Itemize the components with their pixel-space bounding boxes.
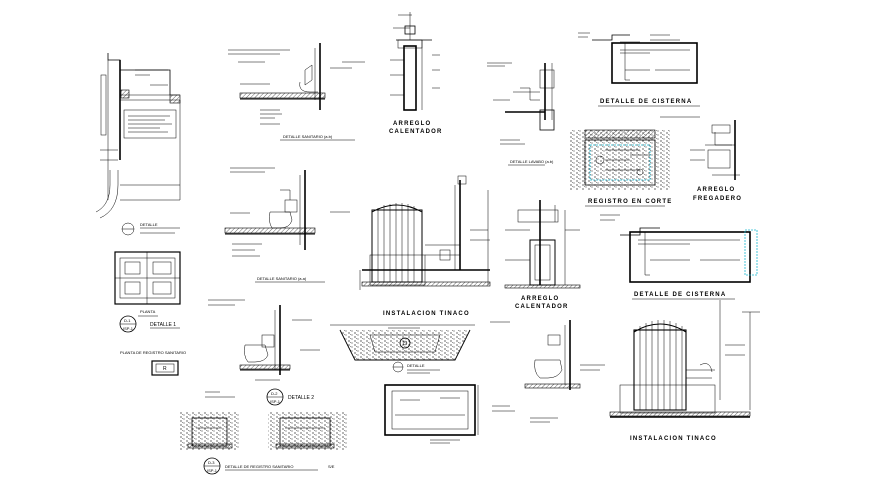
- toilet-detail-top: DETALLE SANITARIO (a.b): [228, 43, 365, 141]
- pipe-detail-top: DETALLE LAVABO (a.b): [487, 62, 555, 166]
- arreglo-calentador-1: ARREGLO CALENTADOR: [389, 12, 443, 135]
- detalle-3-label: DETALLE: [407, 363, 425, 368]
- instalacion-tinaco-1: INSTALACION TINACO: [359, 175, 491, 317]
- detail-bubble-d3: D-3 ISP-1 DETALLE DE REGISTRO SANITARIO …: [203, 457, 335, 475]
- bubble-d1-sheet: ISP-1: [123, 326, 134, 331]
- planta-registro-group: PLANTA DE REGISTRO SANITARIO R: [120, 350, 186, 376]
- svg-text:DETALLE SANITARIO (a.a): DETALLE SANITARIO (a.a): [257, 276, 307, 281]
- instalacion-tinaco-1-label: INSTALACION TINACO: [383, 311, 470, 317]
- registro-en-corte-label: REGISTRO EN CORTE: [588, 199, 672, 205]
- instalacion-tinaco-2: INSTALACION TINACO: [609, 300, 760, 442]
- registro-sections: [180, 412, 348, 450]
- cisterna-detail-mid: DETALLE DE CISTERNA: [600, 214, 758, 300]
- bubble-d2-number: D-2: [271, 391, 278, 396]
- detalle-registro-label: DETALLE DE REGISTRO SANITARIO: [225, 464, 294, 469]
- svg-text:DETALLE SANITARIO (a.b): DETALLE SANITARIO (a.b): [283, 134, 333, 139]
- instalacion-tinaco-2-label: INSTALACION TINACO: [630, 436, 717, 442]
- bubble-d2-sheet: ISP-1: [270, 399, 281, 404]
- detalle-1-label: DETALLE 1: [150, 322, 176, 328]
- detalle-planta-group: DETALLE PLANTA: [114, 222, 181, 317]
- registro-letter: R: [163, 366, 167, 372]
- arreglo-fregadero-line2: FREGADERO: [693, 196, 742, 202]
- toilet-detail-mid: DETALLE SANITARIO (a.a): [224, 167, 350, 283]
- svg-text:DETALLE LAVABO (a.b): DETALLE LAVABO (a.b): [510, 159, 554, 164]
- arreglo-calentador-1-line2: CALENTADOR: [389, 129, 443, 135]
- registro-en-corte: REGISTRO EN CORTE: [570, 129, 672, 207]
- svg-text:DETALLE: DETALLE: [140, 222, 158, 227]
- arreglo-fregadero: ARREGLO FREGADERO: [660, 116, 742, 202]
- arreglo-calentador-2-line1: ARREGLO: [521, 296, 559, 302]
- detail-bubble-d1: D-1 ISP-1 DETALLE 1: [119, 315, 180, 333]
- bubble-d1-number: D-1: [124, 318, 131, 323]
- sin-escala-label: S/E: [328, 464, 335, 469]
- detalle-cisterna-top-label: DETALLE DE CISTERNA: [600, 99, 692, 105]
- arreglo-calentador-2: ARREGLO CALENTADOR: [504, 200, 581, 310]
- detalle-registro-plan: DETALLE: [384, 361, 479, 444]
- sink-detail-bottom: [490, 320, 605, 423]
- bubble-d3-sheet: ISP-1: [207, 468, 218, 473]
- detail-bubble-d2: D-2 ISP-1 DETALLE 2: [266, 388, 314, 406]
- arreglo-calentador-1-line1: ARREGLO: [393, 121, 431, 127]
- trench-section: [330, 324, 475, 361]
- detalle-cisterna-mid-label: DETALLE DE CISTERNA: [634, 292, 726, 298]
- wall-section-detail: [95, 53, 181, 219]
- detalle-2-label: DETALLE 2: [288, 395, 314, 401]
- arreglo-calentador-2-line2: CALENTADOR: [515, 304, 569, 310]
- bubble-d3-number: D-3: [208, 460, 215, 465]
- planta-label: PLANTA: [140, 309, 156, 314]
- arreglo-fregadero-line1: ARREGLO: [697, 187, 735, 193]
- cisterna-detail-top: DETALLE DE CISTERNA: [578, 32, 700, 107]
- toilet-detail-bottom: [205, 299, 320, 398]
- planta-registro-label: PLANTA DE REGISTRO SANITARIO: [120, 350, 186, 355]
